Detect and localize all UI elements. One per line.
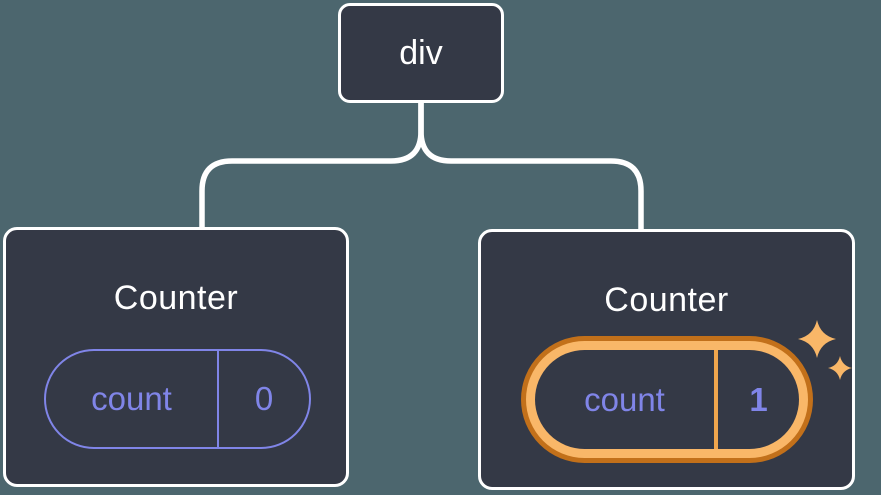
state-pill-highlight-ring: count 1 (521, 336, 813, 463)
root-node-div: div (338, 3, 504, 103)
pill-divider (217, 351, 219, 447)
state-pill: count 1 (535, 350, 799, 449)
connector-left-branch (199, 100, 424, 232)
state-pill-highlight-ring-inner: count 1 (526, 341, 808, 458)
state-value: 1 (749, 380, 768, 418)
sparkle-large (798, 320, 836, 358)
connector-right-branch (418, 100, 644, 234)
state-key-label: count (584, 380, 665, 418)
pill-divider (714, 350, 718, 449)
state-value: 0 (254, 380, 274, 417)
state-key-label: count (91, 380, 172, 417)
root-node-label: div (399, 33, 443, 72)
sparkle-icon (798, 320, 852, 380)
counter-card-left: Counter count 0 (3, 227, 349, 487)
state-pill: count 0 (44, 349, 311, 449)
counter-card-right: Counter count 1 (478, 229, 855, 490)
component-title: Counter (604, 281, 729, 319)
component-title: Counter (113, 279, 239, 317)
sparkle-small (828, 356, 852, 380)
